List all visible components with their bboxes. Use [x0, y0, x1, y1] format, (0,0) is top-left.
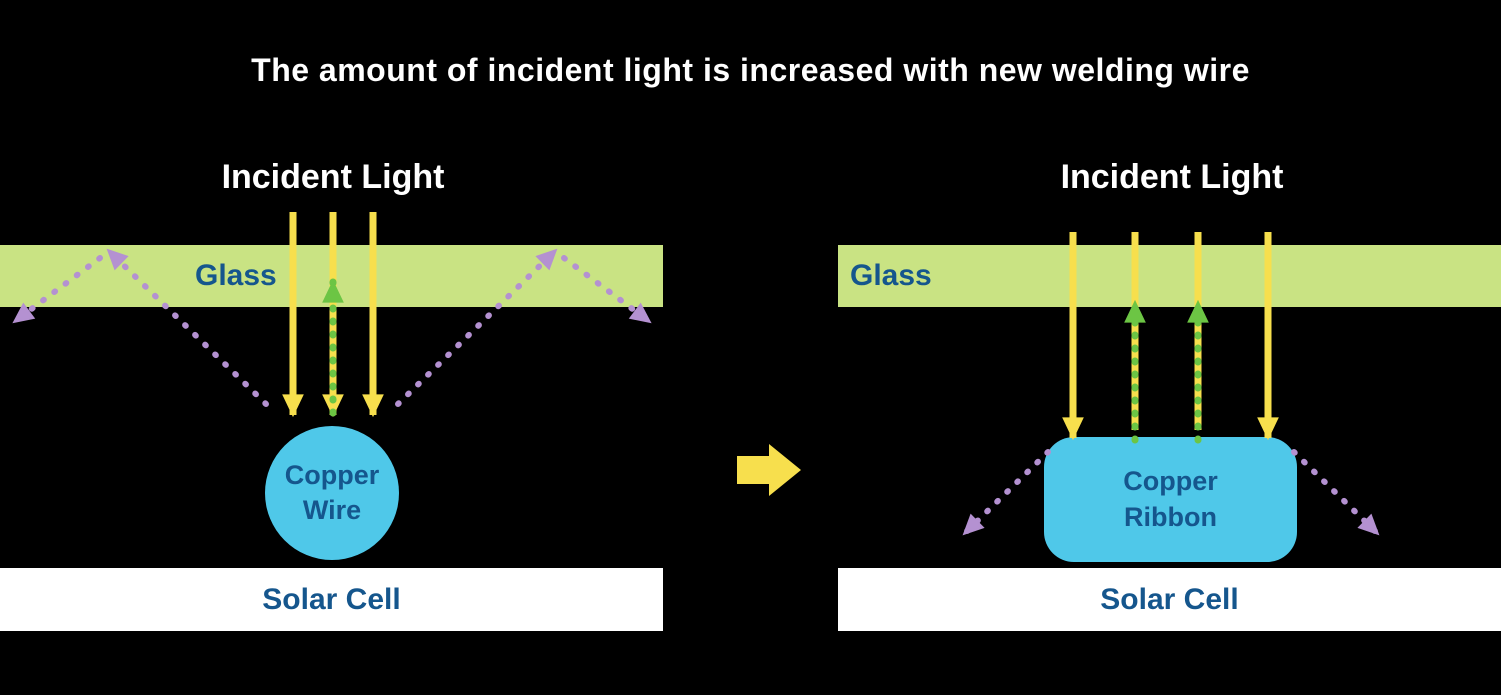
copper-wire-label-line1: Copper: [284, 459, 380, 490]
diagram-title: The amount of incident light is increase…: [251, 52, 1250, 88]
glass-bar-right: Glass: [838, 245, 1501, 307]
glass-label-left: Glass: [195, 259, 277, 292]
redirected-ray-right-1: [961, 449, 1051, 537]
solar-cell-right: Solar Cell: [838, 568, 1501, 631]
incident-light-label-right: Incident Light: [1060, 158, 1284, 196]
transition-arrow-icon: [737, 444, 801, 496]
copper-wire-circle: Copper Wire: [265, 426, 399, 560]
glass-bar-left: Glass: [0, 245, 663, 307]
solar-cell-label-right: Solar Cell: [1100, 582, 1239, 616]
copper-ribbon-label-line2: Ribbon: [1124, 501, 1217, 532]
copper-wire-label-line2: Wire: [302, 495, 362, 525]
redirected-ray-right-2: [1291, 449, 1381, 537]
incident-light-label-left: Incident Light: [221, 158, 445, 196]
copper-ribbon-label-line1: Copper: [1123, 466, 1218, 497]
solar-cell-left: Solar Cell: [0, 568, 663, 631]
glass-label-right: Glass: [850, 259, 932, 292]
copper-ribbon-rect: Copper Ribbon: [1044, 437, 1297, 562]
solar-cell-label-left: Solar Cell: [262, 582, 401, 616]
